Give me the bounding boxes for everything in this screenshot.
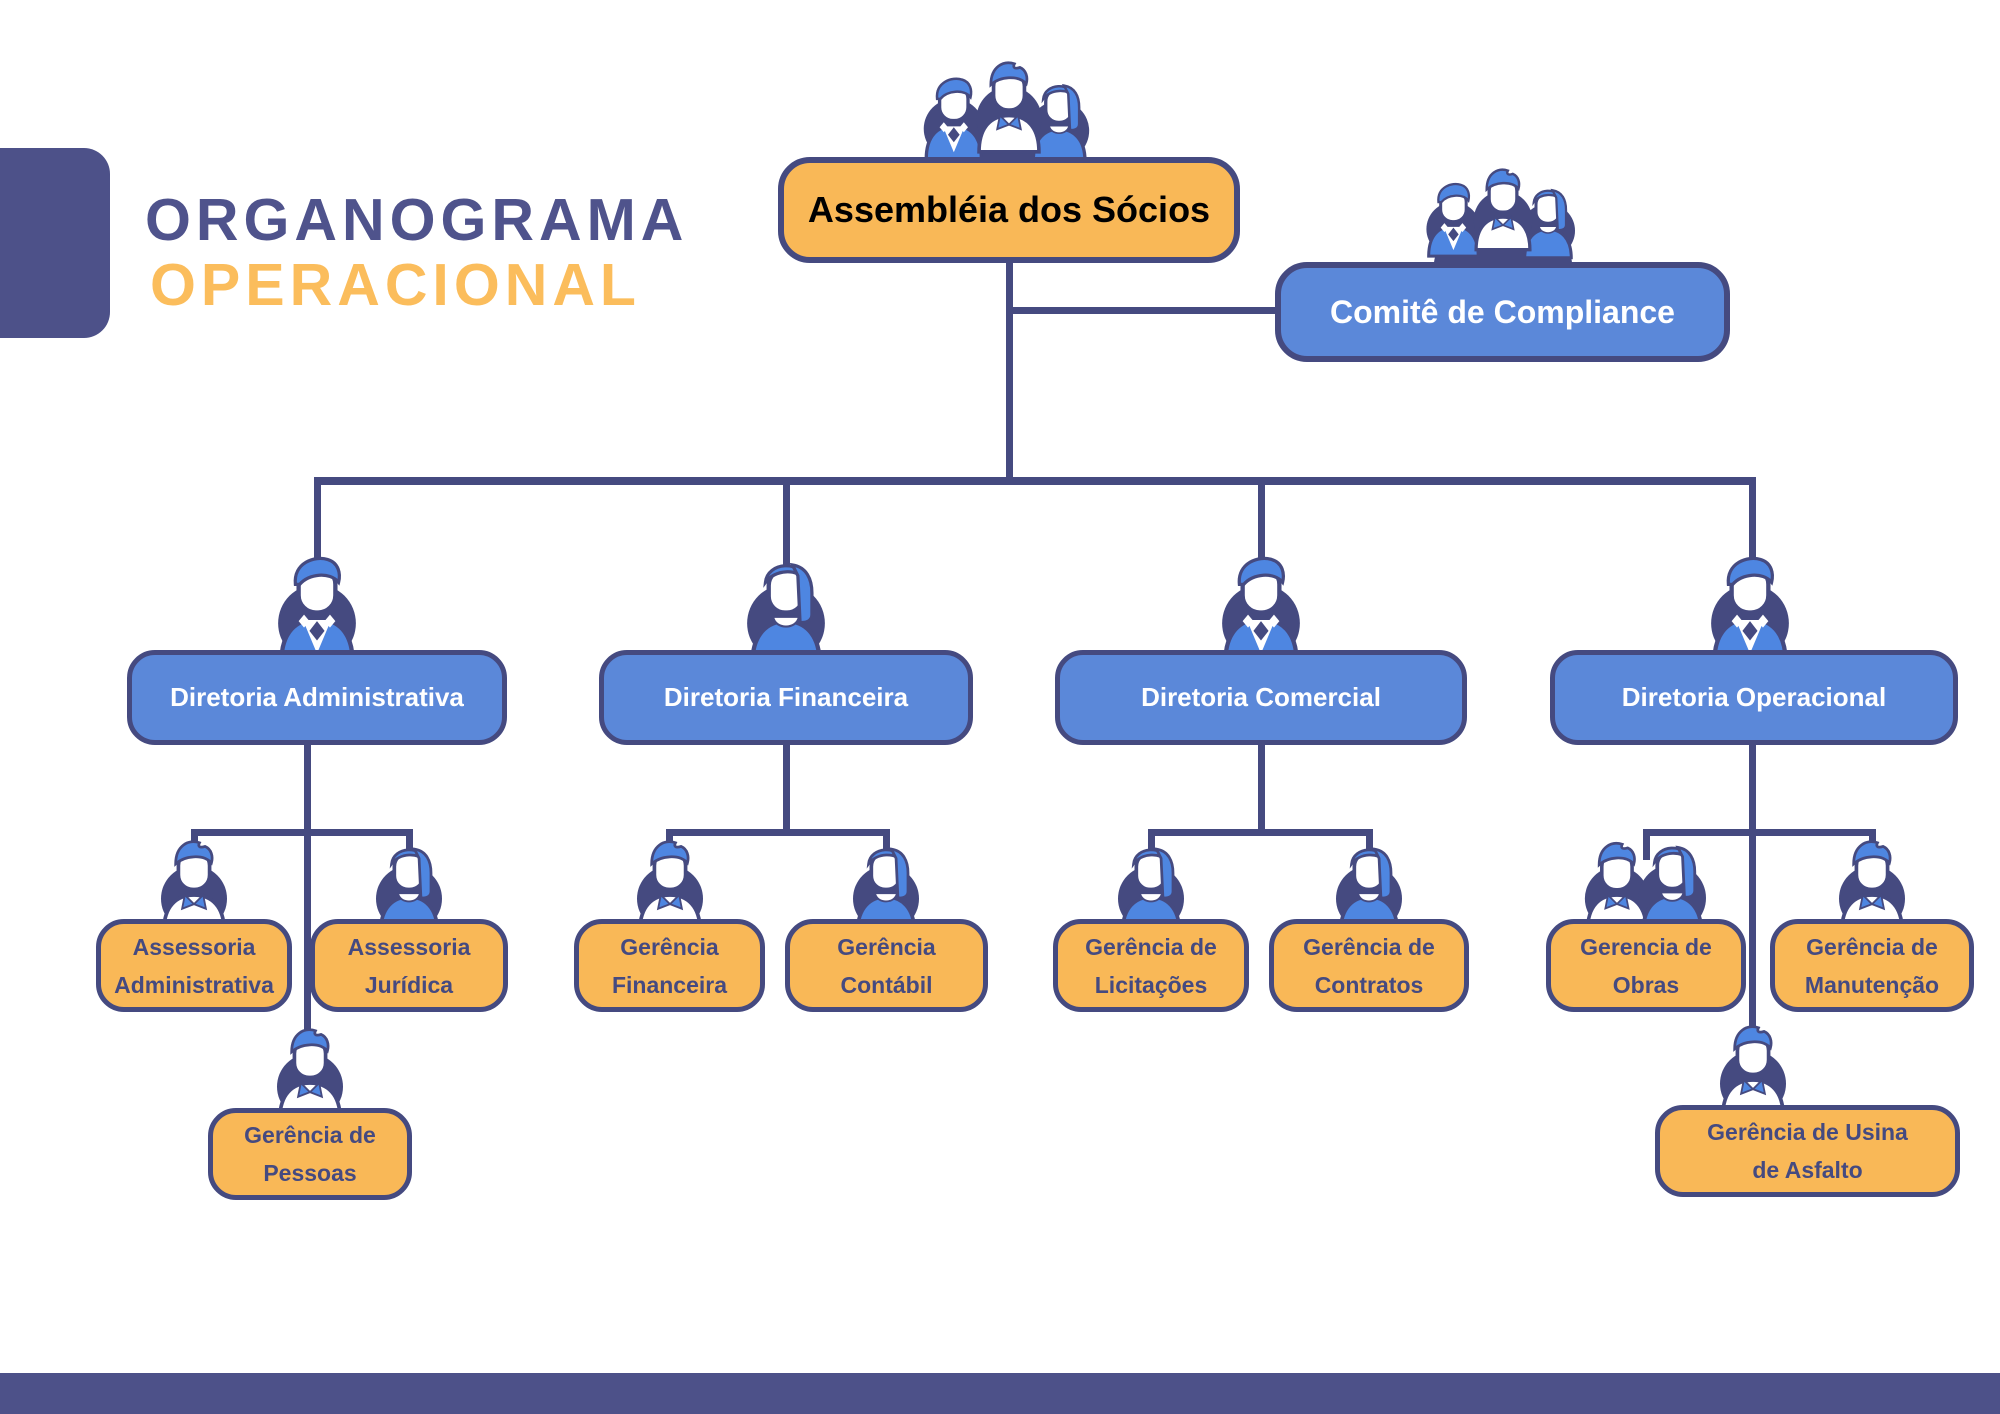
connector-line (191, 829, 413, 836)
connector-line (314, 477, 1756, 485)
connector-line (1643, 829, 1876, 836)
footer-bar (0, 1373, 2000, 1414)
man-shirt-icon (275, 1027, 345, 1118)
org-node-comite-de-compliance: Comitê de Compliance (1275, 262, 1730, 362)
connector-line (1148, 829, 1373, 836)
page-title-line1: ORGANOGRAMA (145, 187, 689, 253)
org-node-gerencia-de-licitacoes: Gerência de Licitações (1053, 919, 1249, 1012)
org-node-label-line1: Assessoria (132, 933, 256, 960)
woman-icon (1116, 847, 1186, 930)
man-suit-icon (1196, 552, 1326, 660)
man-shirt-icon (159, 839, 229, 930)
connector-line (783, 477, 790, 572)
org-node-gerencia-financeira: Gerência Financeira (574, 919, 765, 1012)
connector-line (1006, 307, 1280, 314)
connector-line (1006, 260, 1013, 484)
man-shirt-icon (1837, 839, 1907, 930)
org-node-label-line1: Gerência (620, 933, 719, 960)
connector-line (666, 829, 890, 836)
org-node-gerencia-de-manutencao: Gerência de Manutenção (1770, 919, 1974, 1012)
connector-line (314, 477, 321, 572)
org-node-label-line2: Contábil (840, 971, 933, 998)
org-node-label: Diretoria Comercial (1141, 682, 1381, 712)
org-node-label-line1: Gerencia de (1580, 933, 1712, 960)
org-node-label-line2: Financeira (611, 971, 728, 998)
org-node-label-line1: Gerência de Usina (1707, 1119, 1908, 1145)
org-node-label-line1: Gerência (837, 933, 936, 960)
org-node-assessoria-administrativa: Assessoria Administrativa (96, 919, 292, 1012)
org-node-assembleia-dos-socios: Assembléia dos Sócios (778, 157, 1240, 263)
woman-icon (1334, 847, 1404, 930)
left-accent-tab (0, 148, 110, 338)
org-node-label-line1: Gerência de (1806, 933, 1938, 960)
connector-line (1749, 745, 1756, 1030)
man-shirt-icon (635, 839, 705, 930)
page-title-line2: OPERACIONAL (150, 252, 641, 318)
woman-icon (721, 552, 851, 660)
org-node-label-line2: Licitações (1094, 971, 1208, 998)
org-node-label: Diretoria Financeira (663, 682, 909, 712)
org-node-diretoria-operacional: Diretoria Operacional (1550, 650, 1958, 745)
org-node-label-line2: de Asfalto (1752, 1157, 1863, 1183)
org-node-label-line1: Gerência de (1303, 933, 1435, 960)
org-node-label-line2: Contratos (1314, 971, 1424, 998)
org-node-label-line2: Pessoas (263, 1160, 357, 1186)
woman-icon (851, 847, 921, 930)
connector-line (1258, 477, 1265, 572)
org-node-label-line1: Assessoria (347, 933, 471, 960)
people-group-icon (909, 52, 1109, 170)
org-node-label-line1: Gerência de (1085, 933, 1217, 960)
org-node-gerencia-de-usina-de-asfalto: Gerência de Usina de Asfalto (1655, 1105, 1960, 1197)
org-node-label-line2: Jurídica (364, 971, 454, 998)
org-node-assessoria-juridica: Assessoria Jurídica (310, 919, 508, 1012)
org-node-label: Comitê de Compliance (1330, 293, 1675, 330)
org-node-label-line2: Obras (1612, 971, 1680, 998)
org-node-label: Diretoria Operacional (1621, 682, 1887, 712)
org-node-gerencia-de-contratos: Gerência de Contratos (1269, 919, 1469, 1012)
org-node-label-line2: Administrativa (114, 971, 274, 998)
man-suit-icon (252, 552, 382, 660)
people-group-icon (1413, 160, 1593, 266)
woman-icon (374, 847, 444, 930)
connector-line (783, 745, 790, 833)
connector-line (1643, 829, 1650, 860)
org-node-diretoria-comercial: Diretoria Comercial (1055, 650, 1467, 745)
org-node-label: Assembléia dos Sócios (807, 189, 1211, 230)
org-node-gerencia-de-pessoas: Gerência de Pessoas (208, 1108, 412, 1200)
org-node-diretoria-administrativa: Diretoria Administrativa (127, 650, 507, 745)
connector-line (304, 745, 311, 1030)
connector-line (1258, 745, 1265, 833)
man-shirt-icon (1718, 1024, 1788, 1115)
man-suit-icon (1685, 552, 1815, 660)
org-node-gerencia-contabil: Gerência Contábil (785, 919, 988, 1012)
org-node-label-line2: Manutenção (1804, 971, 1940, 998)
connector-line (1749, 477, 1756, 572)
org-node-label: Diretoria Administrativa (170, 682, 464, 712)
org-node-label-line1: Gerência de (244, 1122, 376, 1148)
man-woman-pair-icon (1571, 836, 1721, 930)
org-node-gerencia-de-obras: Gerencia de Obras (1546, 919, 1746, 1012)
org-node-diretoria-financeira: Diretoria Financeira (599, 650, 973, 745)
